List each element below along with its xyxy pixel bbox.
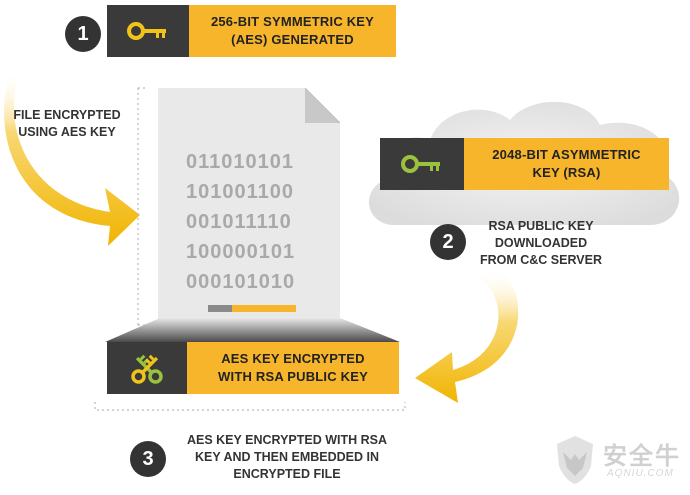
step-2-caption: RSA PUBLIC KEY DOWNLOADED FROM C&C SERVE… bbox=[479, 219, 602, 267]
binary-line: 100000101 bbox=[186, 241, 296, 263]
step-2-box: 2048-BIT ASYMMETRIC KEY (RSA) bbox=[380, 138, 669, 190]
tray-shape bbox=[105, 318, 400, 342]
watermark-logo: 安全牛 AQNIU.COM bbox=[553, 430, 688, 490]
binary-line: 000101010 bbox=[186, 271, 296, 293]
binary-text: 011010101 101001100 001011110 100000101 … bbox=[186, 147, 316, 297]
watermark-subtext: AQNIU.COM bbox=[607, 468, 674, 479]
arrow-step-2 bbox=[415, 268, 519, 403]
document-shape bbox=[158, 87, 341, 330]
step-2-badge: 2 bbox=[430, 224, 466, 260]
step-3-badge: 3 bbox=[130, 441, 166, 477]
binary-line: 001011110 bbox=[186, 211, 292, 233]
doc-bar-accent bbox=[232, 305, 296, 312]
step-1-label: 256-BIT SYMMETRIC KEY (AES) GENERATED bbox=[189, 5, 396, 57]
step-3-label: AES KEY ENCRYPTED WITH RSA PUBLIC KEY bbox=[187, 342, 399, 394]
step-3-box: AES KEY ENCRYPTED WITH RSA PUBLIC KEY bbox=[107, 342, 399, 394]
step-1-badge: 1 bbox=[65, 16, 101, 52]
arrow-step-1 bbox=[4, 70, 140, 246]
arrow-caption: FILE ENCRYPTED USING AES KEY bbox=[13, 108, 121, 139]
crossed-keys-icon bbox=[107, 342, 187, 394]
step-2-label: 2048-BIT ASYMMETRIC KEY (RSA) bbox=[464, 138, 669, 190]
doc-bar-dark bbox=[208, 305, 232, 312]
watermark-text: 安全牛 bbox=[603, 442, 681, 470]
binary-line: 101001100 bbox=[186, 181, 295, 203]
step-1-box: 256-BIT SYMMETRIC KEY (AES) GENERATED bbox=[107, 5, 396, 57]
step-3-caption: AES KEY ENCRYPTED WITH RSA KEY AND THEN … bbox=[186, 433, 388, 481]
shield-icon bbox=[557, 436, 593, 484]
key-icon bbox=[380, 138, 464, 190]
key-icon bbox=[107, 5, 189, 57]
binary-line: 011010101 bbox=[186, 151, 295, 173]
bracket-bottom bbox=[94, 402, 406, 411]
